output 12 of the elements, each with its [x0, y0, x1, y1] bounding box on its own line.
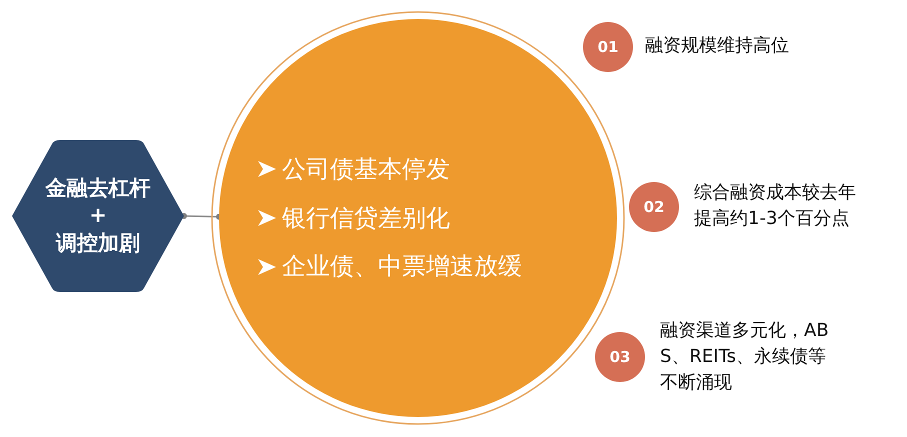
- bullet-text: 公司债基本停发: [282, 154, 450, 184]
- node-label: 金融去杠杆: [46, 175, 150, 202]
- description-text: 综合融资成本较去年提高约1-3个百分点: [694, 181, 857, 232]
- node-label: +: [89, 202, 107, 230]
- step-number: 03: [610, 348, 630, 366]
- step-number: 02: [644, 198, 664, 216]
- bullet-text: 企业债、中票增速放缓: [282, 252, 522, 282]
- step-number: 01: [598, 38, 618, 56]
- description-text: 融资规模维持高位: [645, 34, 790, 58]
- bullet-text: 银行信贷差别化: [282, 204, 450, 232]
- node-label: 调控加剧: [56, 230, 140, 257]
- description-text: 融资渠道多元化，ABS、REITs、永续债等不断涌现: [660, 319, 830, 396]
